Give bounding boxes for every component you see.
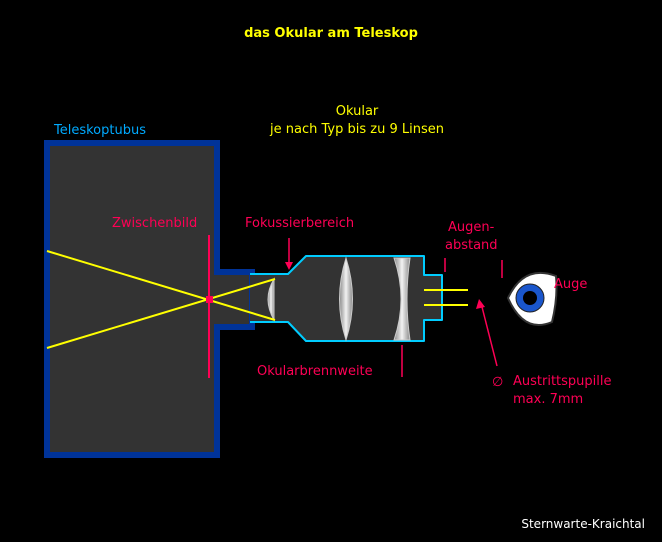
intermediate-image-point <box>206 296 213 303</box>
exit-pupil-arrowhead <box>476 299 485 309</box>
light-ray-lower <box>46 278 276 349</box>
eye-relief-label-line1: Augen- <box>448 220 495 235</box>
focus-range-arrowhead <box>285 262 293 270</box>
telescope-tube <box>44 140 255 458</box>
exit-pupil-pointer <box>480 302 498 367</box>
eye-relief-label-line2: abstand <box>445 238 498 253</box>
eye-label: Auge <box>554 277 587 292</box>
diagram-title: das Okular am Teleskop <box>244 26 418 41</box>
diameter-symbol: ∅ <box>492 375 503 390</box>
intermediate-image-label: Zwischenbild <box>112 216 197 231</box>
focus-range-label: Fokussierbereich <box>245 216 354 231</box>
exit-pupil-label: Austrittspupille <box>513 374 612 389</box>
eyepiece-lens-count-label: je nach Typ bis zu 9 Linsen <box>269 122 444 137</box>
eyepiece-label: Okular <box>336 104 379 119</box>
focal-length-label: Okularbrennweite <box>257 364 373 379</box>
exit-pupil-size-label: max. 7mm <box>513 392 583 407</box>
eye-lens-group <box>393 257 411 341</box>
telescope-tube-label: Teleskoptubus <box>53 123 146 138</box>
eye-icon <box>506 271 558 326</box>
light-ray-upper <box>46 250 276 321</box>
credit-text: Sternwarte-Kraichtal <box>521 517 645 531</box>
middle-lens <box>339 256 353 342</box>
